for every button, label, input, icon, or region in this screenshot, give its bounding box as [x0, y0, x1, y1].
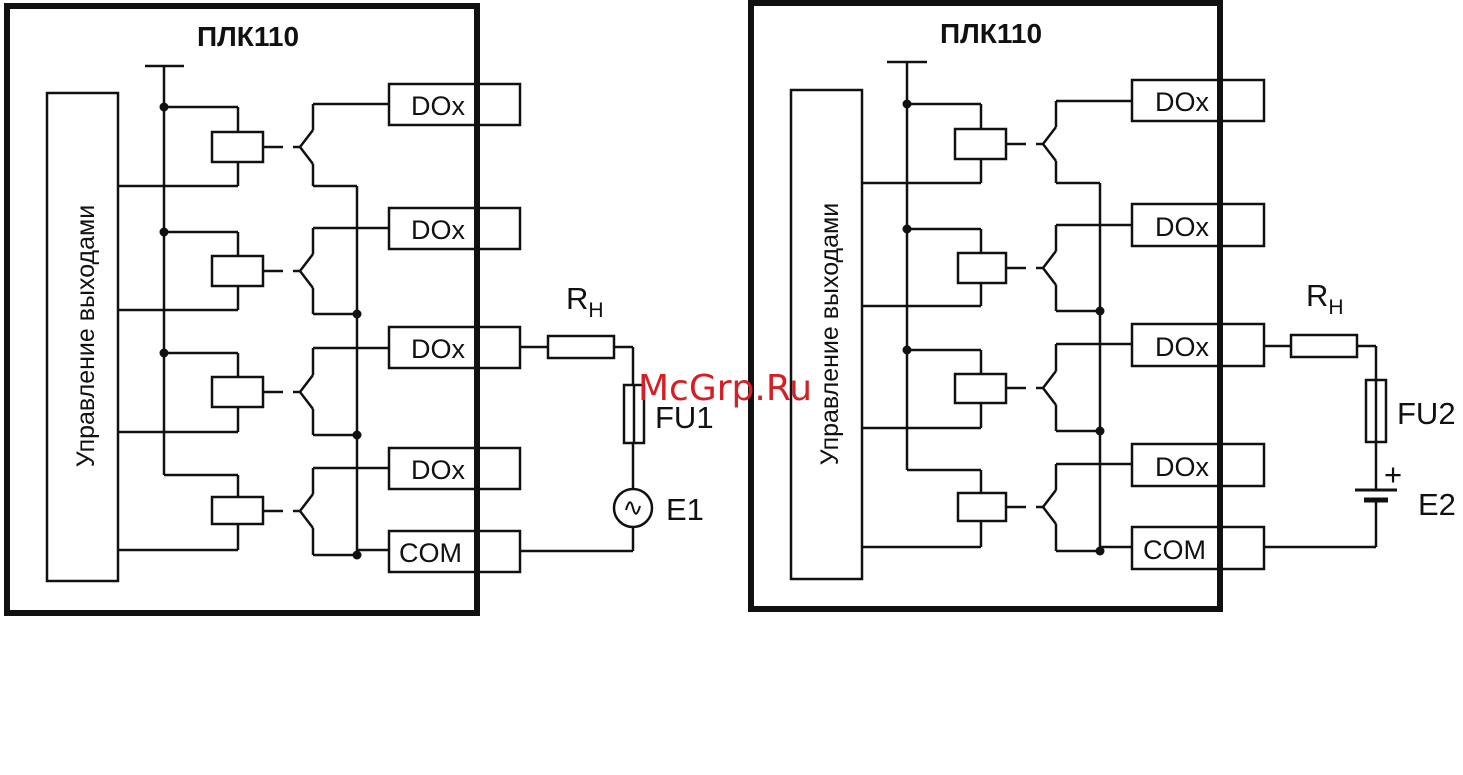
left-source-label: E1: [666, 492, 704, 527]
left-switch-1: [300, 130, 313, 147]
right-control-label: Управление выходами: [816, 203, 844, 465]
right-switch-1: [1043, 127, 1056, 144]
left-relay-coil-2: [212, 256, 263, 286]
left-switch-4: [300, 494, 313, 511]
left-channel-1: [118, 104, 389, 186]
left-channel-4: [118, 468, 389, 555]
left-load-resistor: [548, 336, 614, 358]
right-source-label: E2: [1418, 487, 1456, 522]
left-terminal-4-label: DOx: [411, 455, 466, 485]
right-relay-coil-3: [955, 374, 1006, 403]
right-relay-coil-4: [958, 493, 1006, 521]
left-relay-coil-1: [212, 132, 263, 162]
left-diagram: ПЛК110 Управление выходами: [7, 6, 714, 613]
left-control-label: Управление выходами: [72, 205, 100, 467]
right-junctions: [903, 100, 1105, 556]
left-terminal-1-label: DOx: [411, 91, 466, 121]
right-plus-label: +: [1384, 457, 1402, 492]
right-channel-4: [862, 464, 1132, 551]
right-channel-1: [862, 101, 1132, 183]
right-switch-4: [1043, 490, 1056, 507]
right-load-resistor: [1291, 335, 1357, 357]
right-fuse-label: FU2: [1397, 396, 1456, 431]
right-load-label: RH: [1306, 278, 1344, 319]
left-relay-coil-3: [212, 377, 263, 407]
right-diagram: ПЛК110 Управление выходами: [751, 3, 1456, 609]
left-junctions: [160, 103, 362, 560]
left-switch-3: [300, 375, 313, 392]
right-relay-coil-1: [955, 129, 1006, 159]
right-relay-coil-2: [958, 253, 1006, 283]
watermark: McGrp.Ru: [638, 368, 812, 409]
left-switch-2: [300, 254, 313, 271]
right-plc-title: ПЛК110: [940, 18, 1042, 49]
left-relay-coil-4: [212, 497, 263, 524]
right-terminal-4-label: DOx: [1155, 452, 1210, 482]
right-terminal-2-label: DOx: [1155, 212, 1210, 242]
right-switch-2: [1043, 251, 1056, 268]
right-channel-3: [862, 344, 1132, 431]
left-channel-3: [118, 348, 389, 435]
left-terminal-3-label: DOx: [411, 334, 466, 364]
left-terminal-2-label: DOx: [411, 215, 466, 245]
left-load-label: RH: [566, 281, 604, 322]
right-channel-2: [862, 225, 1132, 311]
left-terminal-com-label: COM: [399, 538, 462, 568]
left-channel-2: [118, 228, 389, 314]
left-plc-title: ПЛК110: [197, 21, 299, 52]
right-switch-3: [1043, 371, 1056, 388]
right-terminal-com-label: COM: [1143, 535, 1206, 565]
right-terminal-3-label: DOx: [1155, 332, 1210, 362]
right-terminal-1-label: DOx: [1155, 87, 1210, 117]
